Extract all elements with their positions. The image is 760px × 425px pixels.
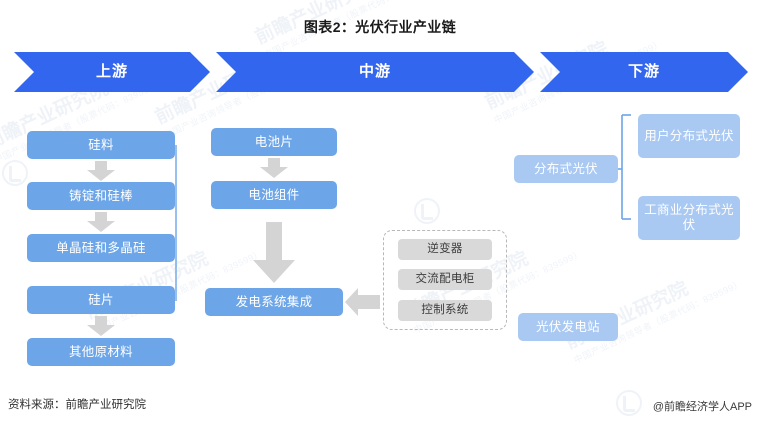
node-residential-distributed-pv[interactable]: 用户分布式光伏 bbox=[638, 114, 740, 158]
node-control-system[interactable]: 控制系统 bbox=[398, 300, 492, 321]
node-commercial-industrial-distributed-pv[interactable]: 工商业分布式光伏 bbox=[638, 196, 740, 240]
system-components-group bbox=[383, 230, 507, 330]
banner-segment-downstream: 下游 bbox=[627, 63, 660, 80]
credit-label: @前瞻经济学人APP bbox=[652, 401, 752, 413]
banner-segment-upstream: 上游 bbox=[95, 63, 128, 80]
node-mono-and-poly-silicon[interactable]: 单晶硅和多晶硅 bbox=[27, 234, 175, 262]
node-distributed-pv[interactable]: 分布式光伏 bbox=[514, 155, 618, 183]
value-chain-banner: 上游 中游 下游 bbox=[14, 52, 748, 92]
node-pv-power-station[interactable]: 光伏发电站 bbox=[518, 313, 618, 341]
page-title: 图表2：光伏行业产业链 bbox=[303, 19, 457, 35]
node-ac-distribution-cabinet[interactable]: 交流配电柜 bbox=[398, 269, 492, 290]
arrow-down-large-icon bbox=[252, 222, 296, 284]
arrow-down-icon bbox=[86, 316, 116, 337]
downstream-bracket bbox=[618, 114, 632, 220]
source-label: 资料来源：前瞻产业研究院 bbox=[8, 399, 146, 411]
node-other-raw-materials[interactable]: 其他原材料 bbox=[27, 338, 175, 366]
arrow-down-icon bbox=[86, 212, 116, 233]
watermark-logo-icon bbox=[414, 198, 440, 224]
banner-chevrons-icon bbox=[14, 52, 748, 92]
node-silicon-material[interactable]: 硅料 bbox=[27, 131, 175, 159]
node-inverter[interactable]: 逆变器 bbox=[398, 239, 492, 260]
node-power-generation-system-integration[interactable]: 发电系统集成 bbox=[205, 288, 343, 316]
watermark-logo-icon bbox=[616, 390, 642, 416]
node-silicon-wafer[interactable]: 硅片 bbox=[27, 286, 175, 314]
arrow-down-icon bbox=[86, 161, 116, 182]
node-solar-cell[interactable]: 电池片 bbox=[211, 128, 337, 156]
upstream-bus-line bbox=[175, 145, 177, 301]
arrow-left-icon bbox=[345, 288, 381, 316]
watermark-text: 前瞻产业研究院 中国产业咨询领导者（股票代码：839599） bbox=[562, 278, 745, 366]
arrow-down-icon bbox=[259, 158, 289, 179]
watermark-logo-icon bbox=[2, 160, 28, 186]
node-solar-module[interactable]: 电池组件 bbox=[211, 181, 337, 209]
node-ingot-and-rod[interactable]: 铸锭和硅棒 bbox=[27, 182, 175, 210]
banner-segment-midstream: 中游 bbox=[358, 63, 391, 80]
